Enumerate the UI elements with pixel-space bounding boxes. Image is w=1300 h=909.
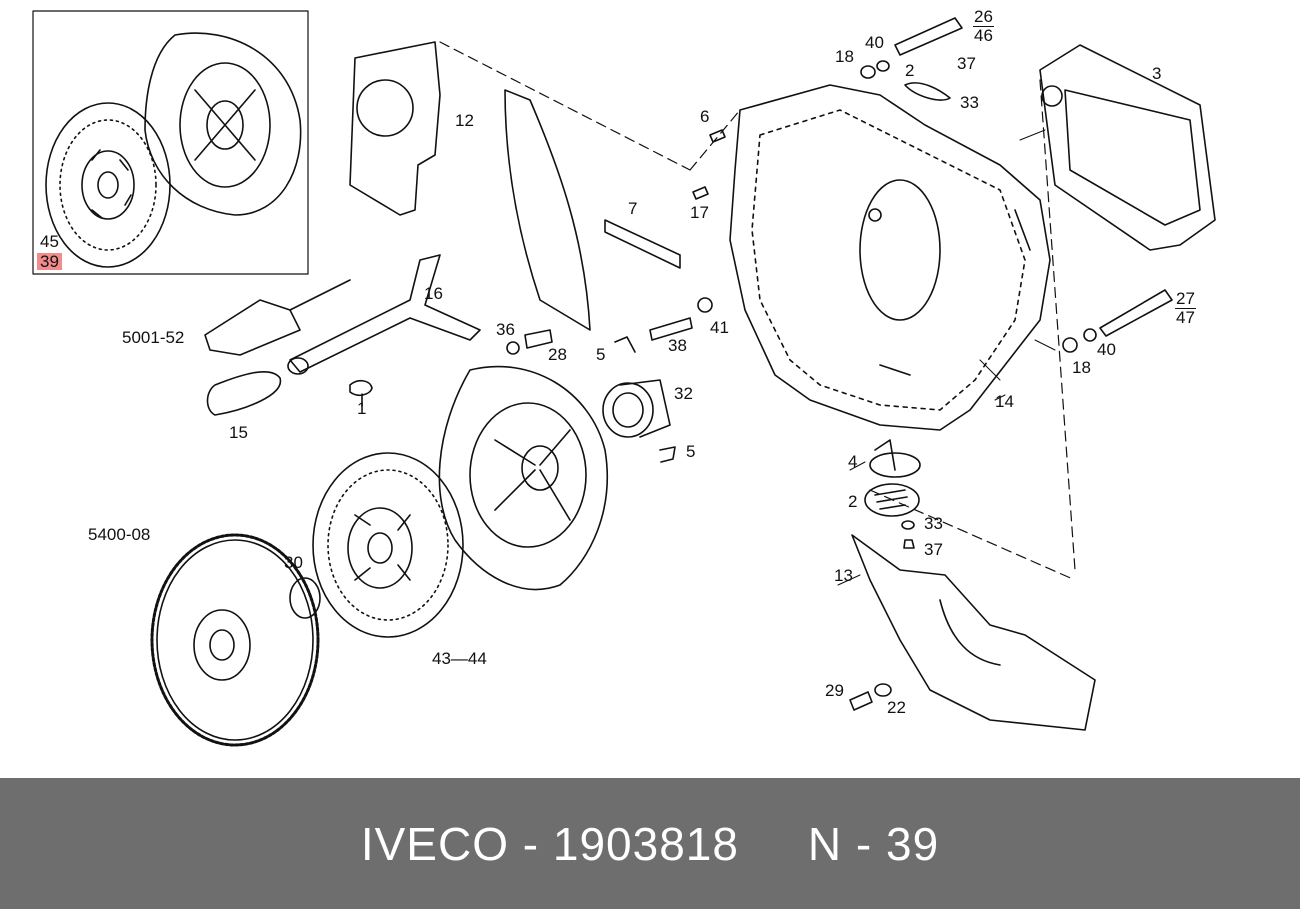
clutch-housing-14 (729, 84, 1051, 431)
flywheel (150, 533, 320, 747)
label-22: 22 (887, 698, 906, 717)
part-caption: IVECO - 1903818 N - 39 (361, 817, 939, 871)
label-36: 36 (496, 320, 515, 339)
label-33-lower: 33 (924, 514, 943, 533)
dowel-7 (604, 219, 681, 269)
label-5-upper: 5 (596, 345, 606, 364)
label-29: 29 (825, 681, 844, 700)
label-32: 32 (674, 384, 693, 403)
label-16: 16 (424, 284, 443, 303)
cover-plate (504, 89, 591, 331)
label-2-lower: 2 (848, 492, 858, 511)
note-prefix: N - (807, 817, 886, 870)
gasket-3 (1039, 44, 1216, 251)
inset-frame (32, 10, 309, 275)
label-5-lower: 5 (686, 442, 696, 461)
label-5001-52: 5001-52 (122, 328, 185, 347)
label-33-top: 33 (960, 93, 979, 112)
label-3: 3 (1152, 64, 1162, 83)
caption-separator: - (508, 817, 553, 870)
plate-12 (349, 41, 441, 216)
exploded-view-drawing (32, 10, 1216, 747)
label-38: 38 (668, 336, 687, 355)
release-fork-16 (204, 254, 676, 463)
label-43-44: 43—44 (432, 649, 487, 668)
fastener-parts (649, 17, 1173, 353)
inset-label-45: 45 (40, 232, 59, 251)
label-30: 30 (284, 553, 303, 572)
label-6: 6 (700, 107, 710, 126)
label-4: 4 (848, 452, 858, 471)
release-bearing-32 (602, 379, 671, 438)
label-40-right: 40 (1097, 340, 1116, 359)
footer-banner: IVECO - 1903818 N - 39 (0, 778, 1300, 909)
label-7: 7 (628, 199, 638, 218)
label-2-top: 2 (905, 61, 915, 80)
label-18-right: 18 (1072, 358, 1091, 377)
label-1: 1 (357, 399, 367, 418)
label-15: 15 (229, 423, 248, 442)
inset-clutch-disc (45, 102, 171, 268)
label-41: 41 (710, 318, 729, 337)
brand-name: IVECO (360, 817, 509, 870)
clutch-disc (312, 452, 464, 638)
dust-cover-13 (849, 534, 1096, 731)
label-37-top: 37 (957, 54, 976, 73)
label-13: 13 (834, 566, 853, 585)
label-17: 17 (690, 203, 709, 222)
pressure-plate (438, 365, 609, 591)
label-12: 12 (455, 111, 474, 130)
label-37-lower: 37 (924, 540, 943, 559)
pilot-bearing-30 (289, 577, 321, 619)
label-18-top: 18 (835, 47, 854, 66)
cover-parts-4-2 (864, 439, 921, 549)
label-5400-08: 5400-08 (88, 525, 151, 544)
label-40-top: 40 (865, 33, 884, 52)
leader-lines (837, 129, 1056, 586)
label-28: 28 (548, 345, 567, 364)
inset-label-39-highlighted: 39 (37, 253, 62, 270)
part-number: 1903818 (552, 817, 739, 870)
label-14: 14 (995, 392, 1014, 411)
note-number: 39 (885, 817, 940, 870)
inset-pressure-plate (144, 32, 302, 216)
